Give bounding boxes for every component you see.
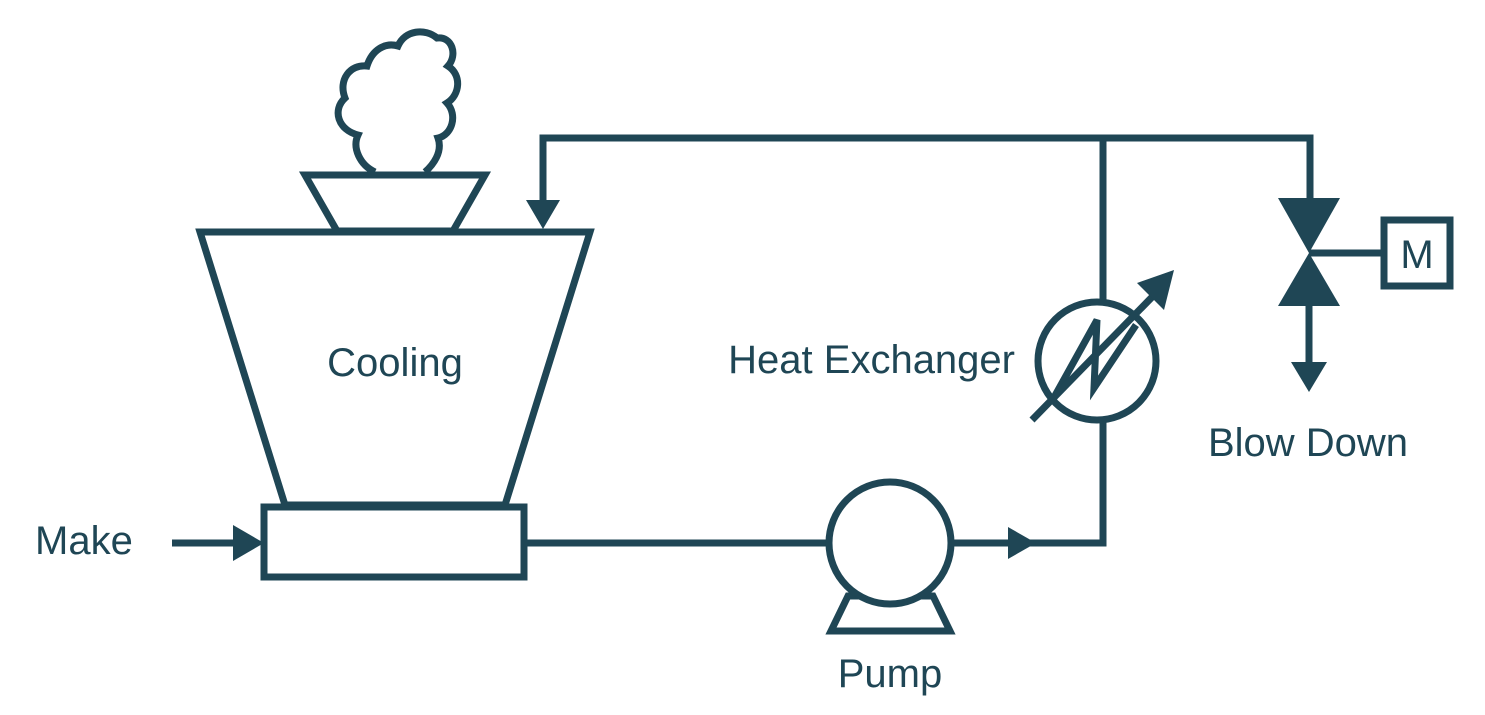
blow-down-valve-icon	[1278, 198, 1384, 392]
make-label: Make	[35, 519, 133, 563]
cooling-label: Cooling	[327, 341, 463, 385]
cooling-tower-basin	[260, 503, 528, 581]
return-arrow-icon	[526, 200, 560, 229]
motor-label: M	[1400, 233, 1433, 277]
blow-down-label: Blow Down	[1208, 421, 1408, 465]
pump-discharge-line	[951, 420, 1107, 559]
heat-exchanger-icon	[1029, 270, 1174, 424]
make-up-arrow-icon	[233, 525, 264, 561]
pump-icon	[825, 478, 956, 635]
make-up-line	[172, 525, 264, 561]
steam-cloud-icon	[334, 28, 462, 176]
flow-arrow-icon	[1008, 527, 1036, 559]
blow-down-arrow-icon	[1291, 362, 1327, 392]
pump-label: Pump	[838, 652, 943, 696]
heat-exchanger-label: Heat Exchanger	[728, 338, 1015, 382]
cooling-tower-fan-stack	[298, 171, 492, 235]
header-return-line	[526, 134, 1314, 300]
motor-actuator-box	[1380, 216, 1454, 290]
